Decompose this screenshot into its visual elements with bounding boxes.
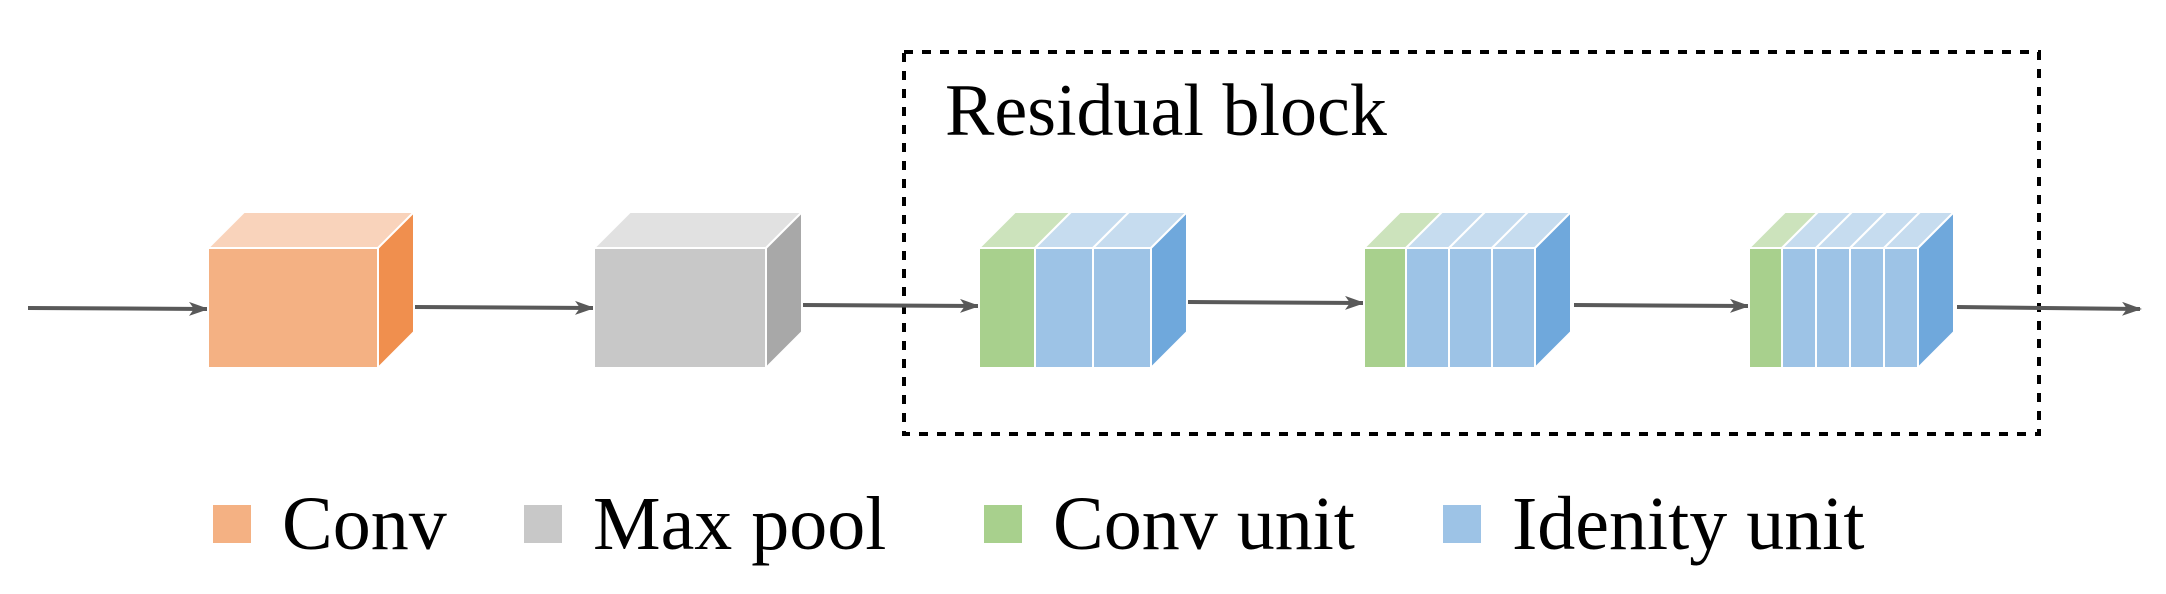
side-face	[1534, 209, 1572, 371]
legend-label: Conv unit	[1053, 482, 1355, 566]
identity-unit-box	[1813, 211, 1889, 369]
arrow-2	[413, 300, 595, 315]
front-face	[1491, 247, 1536, 369]
side-face	[1917, 209, 1955, 371]
block-residual-4	[1361, 209, 1574, 371]
legend-item-conv-unit: Conv unit	[984, 482, 1355, 566]
conv-unit-box	[976, 211, 1074, 369]
front-face	[593, 247, 767, 369]
front-face	[1815, 247, 1851, 369]
side-face	[1150, 209, 1188, 371]
side-face	[377, 209, 415, 371]
conv-unit-box	[1746, 211, 1821, 369]
front-face	[1883, 247, 1919, 369]
legend-swatch	[524, 505, 562, 543]
arrow-3	[801, 298, 980, 313]
legend-item-conv: Conv	[213, 482, 447, 566]
front-face	[207, 247, 379, 369]
block-maxpool-2	[591, 209, 805, 371]
front-face	[1781, 247, 1817, 369]
arrows	[27, 295, 2142, 316]
identity-unit-box	[1489, 211, 1574, 369]
front-face	[1448, 247, 1493, 369]
block-conv-1	[205, 209, 417, 371]
front-face	[1034, 247, 1094, 369]
legend-label: Idenity unit	[1512, 482, 1865, 566]
arrow-4	[1187, 295, 1365, 310]
legend-item-maxpool: Max pool	[524, 482, 886, 566]
identity-unit-box	[1090, 211, 1190, 369]
residual-block-label: Residual block	[945, 70, 1387, 152]
legend-item-identity-unit: Idenity unit	[1443, 482, 1865, 566]
front-face	[978, 247, 1036, 369]
arrow-5	[1573, 298, 1750, 313]
legend-swatch	[984, 505, 1022, 543]
legend: Conv Max pool Conv unit Idenity unit	[213, 482, 1865, 566]
arrow-1	[27, 301, 209, 316]
arrow-6	[1956, 301, 2142, 316]
blocks	[205, 209, 1957, 371]
side-face	[765, 209, 803, 371]
identity-unit-box	[1403, 211, 1488, 369]
block-residual-5	[1746, 209, 1957, 371]
legend-label: Max pool	[593, 482, 886, 566]
identity-unit-box	[1032, 211, 1132, 369]
identity-unit-box	[1779, 211, 1855, 369]
front-face	[1405, 247, 1450, 369]
legend-label: Conv	[282, 482, 447, 566]
front-face	[1748, 247, 1783, 369]
conv-box	[205, 211, 417, 369]
front-face	[1849, 247, 1885, 369]
front-face	[1092, 247, 1152, 369]
legend-swatch	[213, 505, 251, 543]
legend-swatch	[1443, 505, 1481, 543]
identity-unit-box	[1881, 211, 1957, 369]
identity-unit-box	[1446, 211, 1531, 369]
block-residual-3	[976, 209, 1190, 371]
identity-unit-box	[1847, 211, 1923, 369]
conv-unit-box	[1361, 211, 1445, 369]
front-face	[1363, 247, 1407, 369]
